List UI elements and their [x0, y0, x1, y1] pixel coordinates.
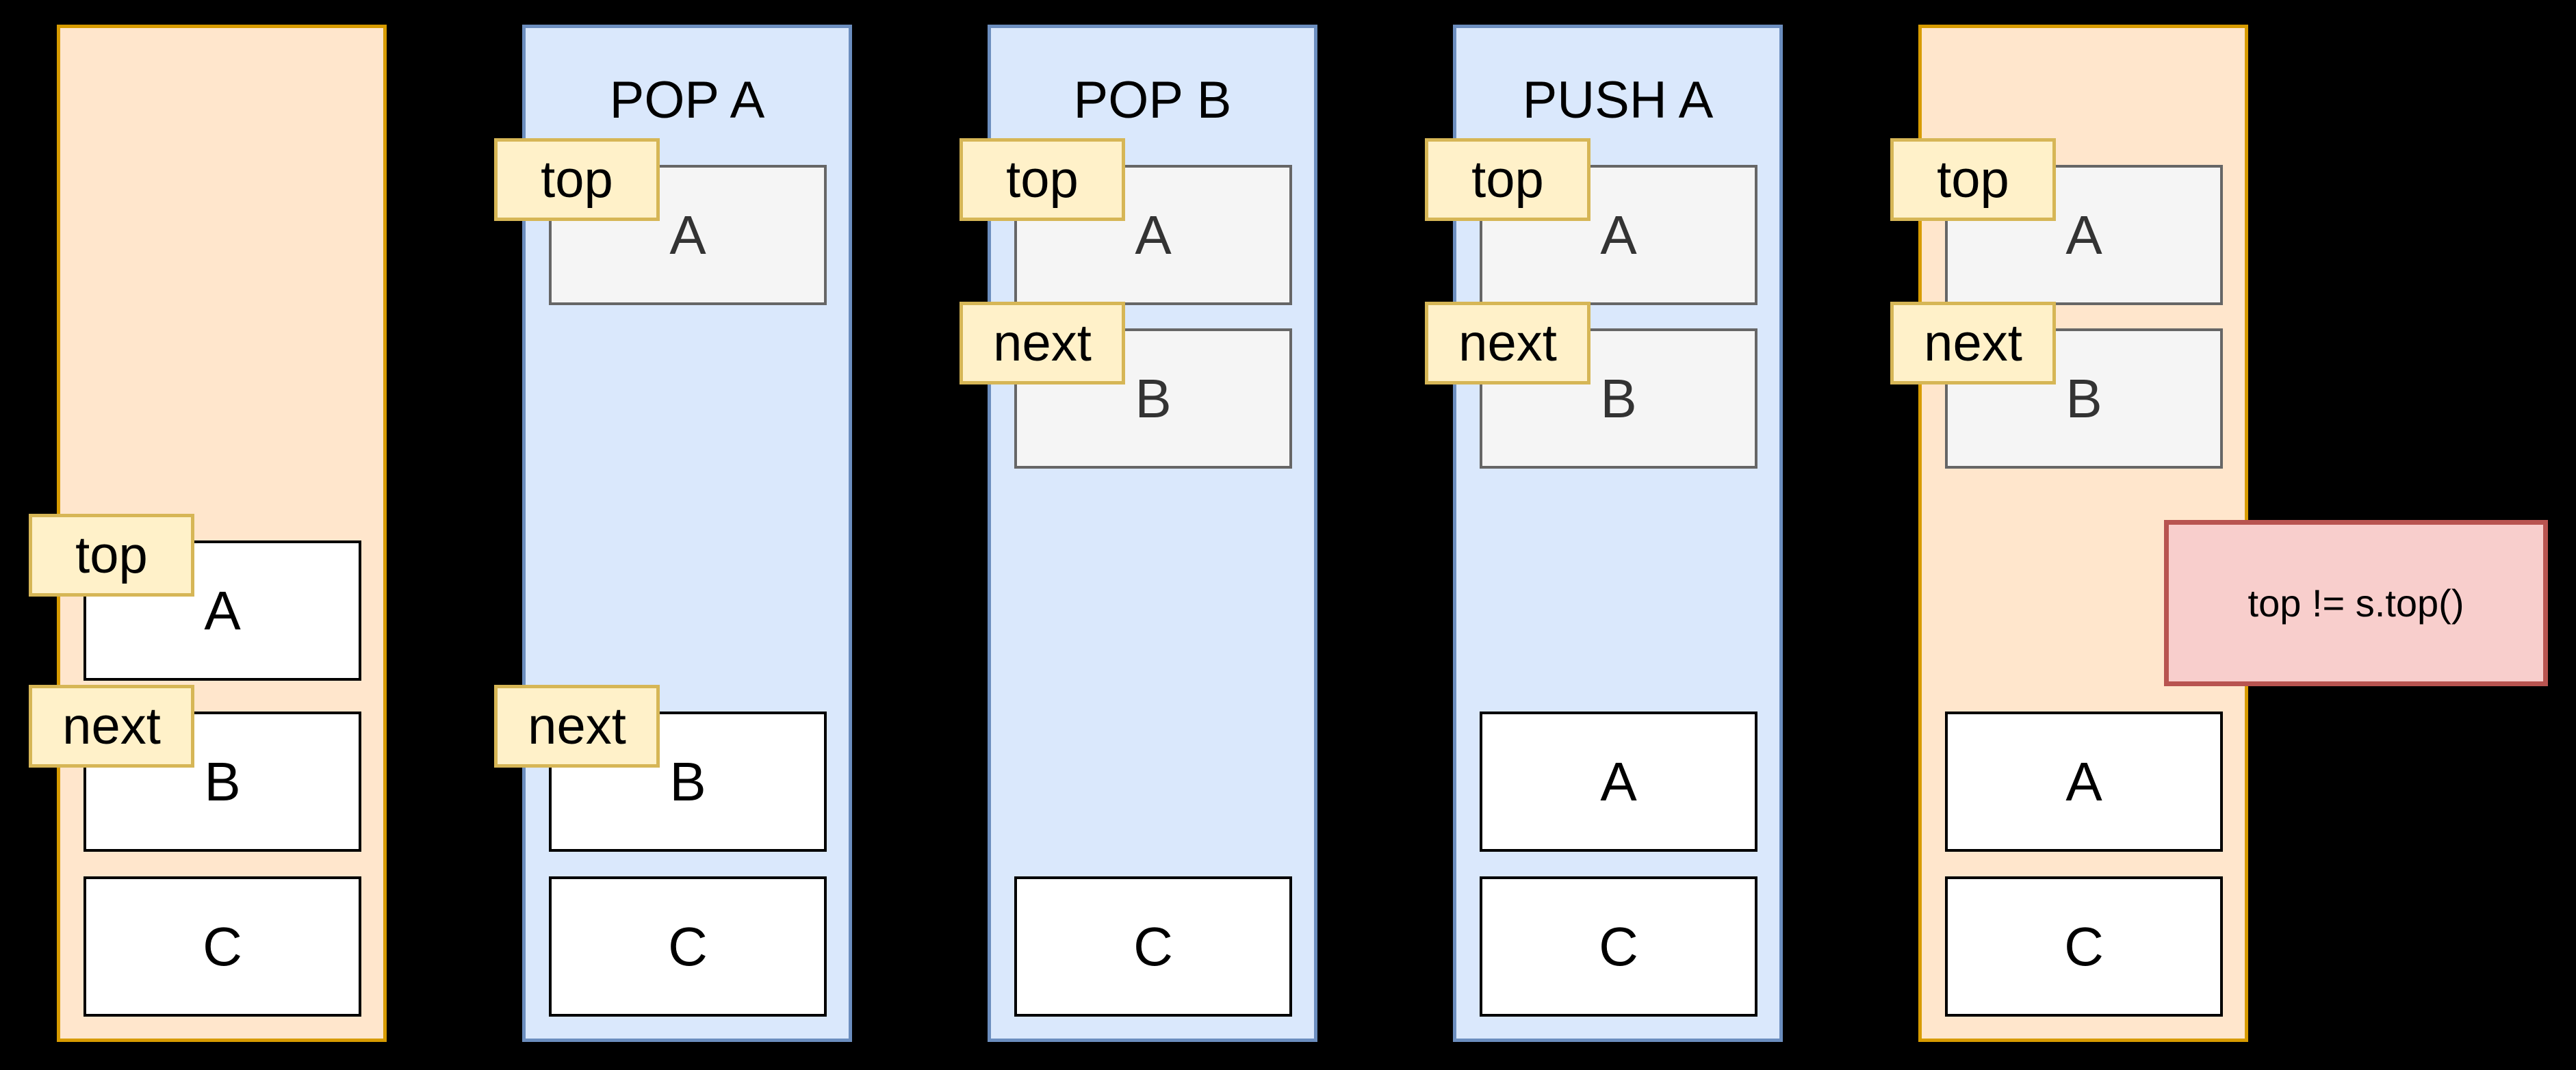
cell-letter: B — [204, 751, 241, 812]
cell-letter: B — [669, 751, 706, 812]
cell-letter: C — [1133, 915, 1173, 977]
stack-cell-push-a-a-ghost: A — [1480, 165, 1757, 305]
stack-cell-final-c: C — [1945, 876, 2223, 1017]
cell-letter: A — [204, 579, 241, 641]
pointer-label-text: next — [993, 314, 1092, 372]
cell-letter: C — [2064, 915, 2104, 977]
column-title-pop-b: POP B — [1073, 71, 1232, 129]
stack-cell-push-a-c: C — [1480, 876, 1757, 1017]
pointer-label-top: top — [1425, 138, 1590, 221]
cell-letter: B — [1135, 367, 1172, 429]
pointer-label-text: next — [1924, 314, 2022, 372]
pointer-label-next: next — [1425, 302, 1590, 384]
cell-letter: A — [2065, 204, 2102, 265]
pointer-label-next: next — [494, 685, 660, 768]
stack-cell-final-a: A — [1945, 712, 2223, 852]
pointer-label-next: next — [29, 685, 194, 768]
cell-letter: C — [203, 915, 242, 977]
cell-letter: B — [1600, 367, 1637, 429]
cell-letter: A — [669, 204, 706, 265]
stack-cell-push-a-a: A — [1480, 712, 1757, 852]
column-title-push-a: PUSH A — [1522, 71, 1714, 129]
pointer-label-top: top — [494, 138, 660, 221]
pointer-label-top: top — [959, 138, 1125, 221]
cell-letter: A — [2065, 751, 2102, 812]
stack-cell-pop-a-b: B — [549, 712, 827, 852]
pointer-label-text: next — [1458, 314, 1557, 372]
cell-letter: C — [668, 915, 708, 977]
pointer-label-text: top — [1006, 151, 1079, 209]
cell-letter: A — [1135, 204, 1172, 265]
annotation-box: top != s.top() — [2164, 520, 2548, 686]
cell-letter: A — [1600, 751, 1637, 812]
pointer-label-top: top — [29, 514, 194, 597]
pointer-label-text: top — [75, 526, 148, 584]
pointer-label-next: next — [959, 302, 1125, 384]
pointer-label-text: top — [1471, 151, 1544, 209]
stack-cell-pop-b-c: C — [1014, 876, 1292, 1017]
cell-letter: A — [1600, 204, 1637, 265]
pointer-label-text: top — [1937, 151, 2009, 209]
stack-cell-initial-c: C — [83, 876, 361, 1017]
pointer-label-text: next — [62, 697, 161, 755]
column-title-pop-a: POP A — [609, 71, 765, 129]
pointer-label-text: next — [528, 697, 626, 755]
annotation-text: top != s.top() — [2247, 582, 2464, 625]
cell-letter: C — [1599, 915, 1638, 977]
cell-letter: B — [2065, 367, 2102, 429]
pointer-label-top: top — [1890, 138, 2056, 221]
stack-cell-pop-a-c: C — [549, 876, 827, 1017]
pointer-label-text: top — [541, 151, 613, 209]
stack-cell-initial-b: B — [83, 712, 361, 852]
pointer-label-next: next — [1890, 302, 2056, 384]
